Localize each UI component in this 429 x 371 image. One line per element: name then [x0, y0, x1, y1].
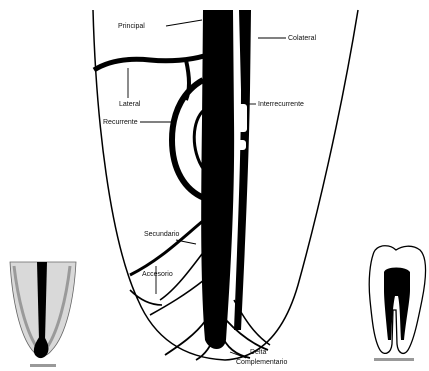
right-tooth-thumbnail: [369, 246, 425, 361]
leader-principal: [166, 20, 202, 26]
label-principal: Principal: [118, 23, 145, 30]
left-caption: [30, 364, 56, 367]
label-lateral: Lateral: [119, 101, 141, 108]
label-delta: Delta: [250, 349, 266, 356]
accesorio-canal: [130, 250, 205, 315]
main-root: [93, 10, 358, 360]
colateral-canal: [234, 10, 251, 330]
label-colateral: Colateral: [288, 35, 316, 42]
label-secundario: Secundario: [144, 231, 180, 238]
label-accesorio: Accesorio: [142, 271, 173, 278]
label-complementario: Complementario: [236, 359, 287, 366]
right-caption: [374, 358, 414, 361]
right-tooth-outline: [369, 246, 425, 354]
left-root-thumbnail: [10, 262, 76, 367]
principal-canal: [201, 10, 234, 349]
label-interrecurrente: Interrecurrente: [258, 101, 304, 108]
label-recurrente: Recurrente: [103, 119, 138, 126]
interrecurrente-gap-2: [237, 140, 246, 150]
interrecurrente-gap: [238, 104, 247, 132]
